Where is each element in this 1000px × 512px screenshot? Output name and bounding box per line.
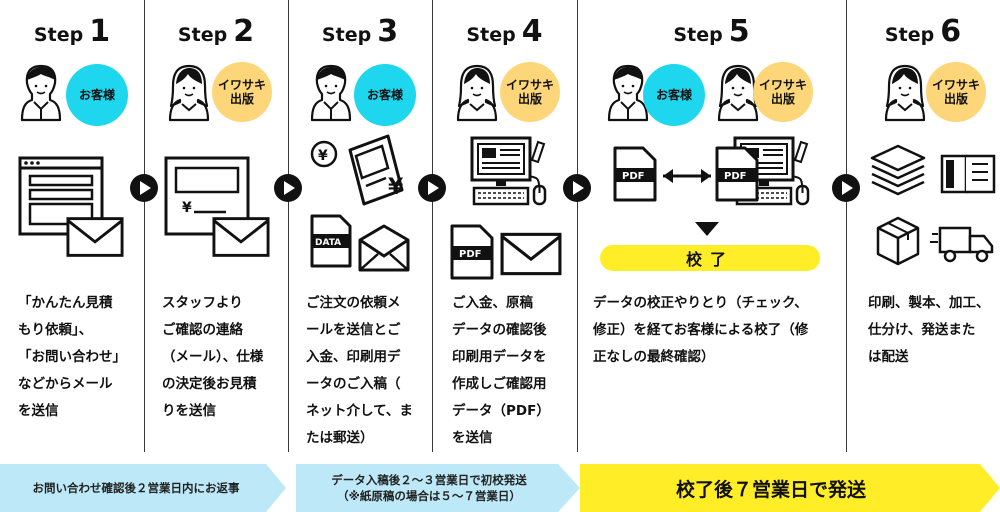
step-description: データの校正やりとり（チェック、 修正）を経てお客様による校了（修 正なしの最終… bbox=[593, 295, 809, 365]
step-description: スタッフより ご確認の連絡 （メール）、仕様 の決定後お見積 りを送信 bbox=[162, 295, 264, 419]
step-word: Step bbox=[33, 24, 84, 46]
step-word: Step bbox=[177, 24, 228, 46]
divider bbox=[144, 0, 145, 452]
box-icon bbox=[876, 216, 920, 266]
computer-icon bbox=[468, 136, 548, 208]
ribbon-text: 校了後７営業日で発送 bbox=[675, 478, 866, 501]
staff-person-icon bbox=[884, 64, 926, 122]
truck-icon bbox=[930, 226, 994, 263]
staff-person-icon bbox=[456, 64, 498, 122]
yen-coin-text: ¥ bbox=[318, 148, 328, 164]
step-description: ご入金、原稿 データの確認後 印刷用データを 作成しご確認用 データ（PDF） … bbox=[452, 295, 550, 446]
badge-label: イワサキ 出版 bbox=[505, 77, 554, 106]
staff-person-icon bbox=[168, 64, 210, 122]
step-description: 印刷、製本、加工、 仕分け、発送また は配送 bbox=[868, 295, 990, 365]
divider bbox=[288, 0, 289, 452]
company-badge: イワサキ 出版 bbox=[212, 62, 272, 122]
step-number: 2 bbox=[233, 14, 255, 49]
badge-label: お客様 bbox=[366, 87, 403, 102]
pdf-file-icon: PDF bbox=[450, 224, 494, 280]
step-word: Step bbox=[466, 24, 516, 46]
ribbon-text: データ入稿後２～３営業日で初校発送 （※紙原稿の場合は５～７営業日） bbox=[331, 473, 527, 503]
company-badge: イワサキ 出版 bbox=[753, 62, 813, 122]
divider bbox=[577, 0, 578, 452]
step-number: 4 bbox=[521, 14, 543, 49]
timeline-ribbon-shipping: 校了後７営業日で発送 bbox=[580, 464, 1000, 512]
envelope-icon bbox=[500, 232, 562, 276]
web-form-icon bbox=[18, 156, 124, 257]
divider bbox=[846, 0, 847, 452]
company-badge: イワサキ 出版 bbox=[926, 62, 986, 122]
customer-person-icon bbox=[20, 64, 62, 122]
printing-shipping-icons bbox=[870, 144, 996, 266]
quote-document-icon: ¥ bbox=[164, 156, 270, 257]
step-word: Step bbox=[673, 24, 723, 46]
customer-person-icon bbox=[310, 64, 352, 122]
pdf-label: PDF bbox=[459, 249, 481, 260]
badge-label: イワサキ 出版 bbox=[217, 77, 266, 106]
pdf-label: PDF bbox=[622, 171, 644, 182]
badge-label: イワサキ 出版 bbox=[931, 77, 980, 106]
step-word: Step bbox=[321, 24, 372, 46]
ribbon-text: お問い合わせ確認後２営業日内にお返事 bbox=[32, 481, 240, 495]
step-number: 3 bbox=[377, 14, 399, 49]
step-description: 「かんたん見積 もり依頼」、 「お問い合わせ」 などからメール を送信 bbox=[18, 295, 126, 419]
atm-yen-icon: ¥ ¥ DATA bbox=[310, 134, 410, 272]
step-word: Step bbox=[884, 24, 935, 46]
badge-label: イワサキ 出版 bbox=[758, 77, 807, 106]
customer-badge: お客様 bbox=[643, 64, 705, 126]
yen-symbol-text: ¥ bbox=[182, 200, 192, 216]
step-number: 6 bbox=[940, 14, 962, 49]
company-badge: イワサキ 出版 bbox=[500, 62, 560, 122]
book-icon bbox=[940, 154, 996, 194]
data-file-label: DATA bbox=[315, 238, 341, 248]
pdf-label: PDF bbox=[724, 171, 746, 182]
down-triangle-icon bbox=[695, 222, 719, 236]
pdf-exchange-icon: PDF PDF bbox=[613, 136, 810, 206]
proof-complete-banner: 校了 bbox=[600, 245, 820, 271]
step-description: ご注文の依頼メ ールを送信とご 入金、印刷用デ ータのご入稿（ ネット介して、ま… bbox=[306, 295, 413, 446]
step-number: 5 bbox=[728, 14, 750, 49]
timeline-ribbon-first-proof: データ入稿後２～３営業日で初校発送 （※紙原稿の場合は５～７営業日） bbox=[296, 464, 580, 512]
badge-label: お客様 bbox=[655, 87, 692, 102]
badge-label: お客様 bbox=[78, 87, 115, 102]
step-number: 1 bbox=[89, 14, 111, 49]
timeline-ribbon-reply: お問い合わせ確認後２営業日内にお返事 bbox=[0, 464, 286, 512]
customer-badge: お客様 bbox=[66, 64, 128, 126]
customer-badge: お客様 bbox=[354, 64, 416, 126]
paper-stack-icon bbox=[870, 144, 926, 196]
divider bbox=[432, 0, 433, 452]
yen-sign-text: ¥ bbox=[388, 175, 404, 200]
